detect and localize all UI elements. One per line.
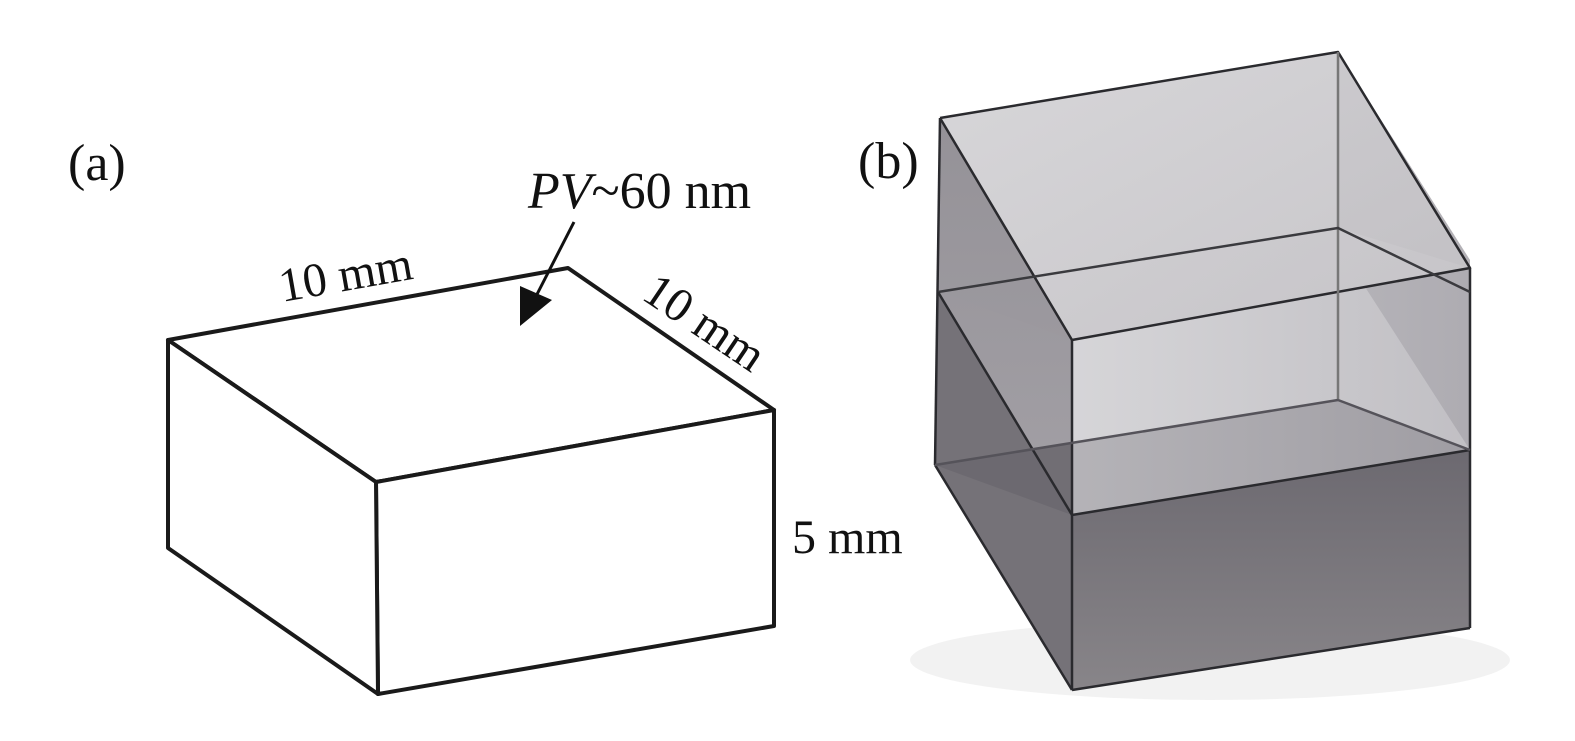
cube-edges [933,50,1472,692]
cube-inner-back-edge [934,398,1339,467]
pv-annotation-symbol: PV [527,163,597,220]
cube-middle-layer [937,226,1471,294]
panel-b: (b) [858,50,1510,700]
cube-left-face-lower [935,292,1072,690]
pv-annotation-value: ~60 nm [592,163,752,220]
panel-a-label: (a) [68,135,126,192]
panel-a: (a) PV~60 nm 10 mm 10 mm 5 mm [68,135,903,696]
pv-arrow-head [520,286,552,326]
cube-front-lower-face [1072,450,1470,690]
pv-annotation: PV~60 nm [527,163,751,220]
cube-middle-layer-left [936,291,1074,516]
box-left-face [166,338,380,696]
cube-edge-bottom-left [933,464,1074,691]
cube-edge-left-vertical [933,117,942,466]
cube-edge-bottom-front [1071,626,1471,692]
cube-upper-left-face [938,118,1072,515]
cube-front-upper-face [1072,268,1470,515]
cube-middle-layer-front [1071,448,1471,517]
box-outline [166,266,776,696]
cube-inner-back-right [1337,398,1471,452]
panel-b-label: (b) [858,133,919,190]
height-label: 5 mm [792,511,903,564]
